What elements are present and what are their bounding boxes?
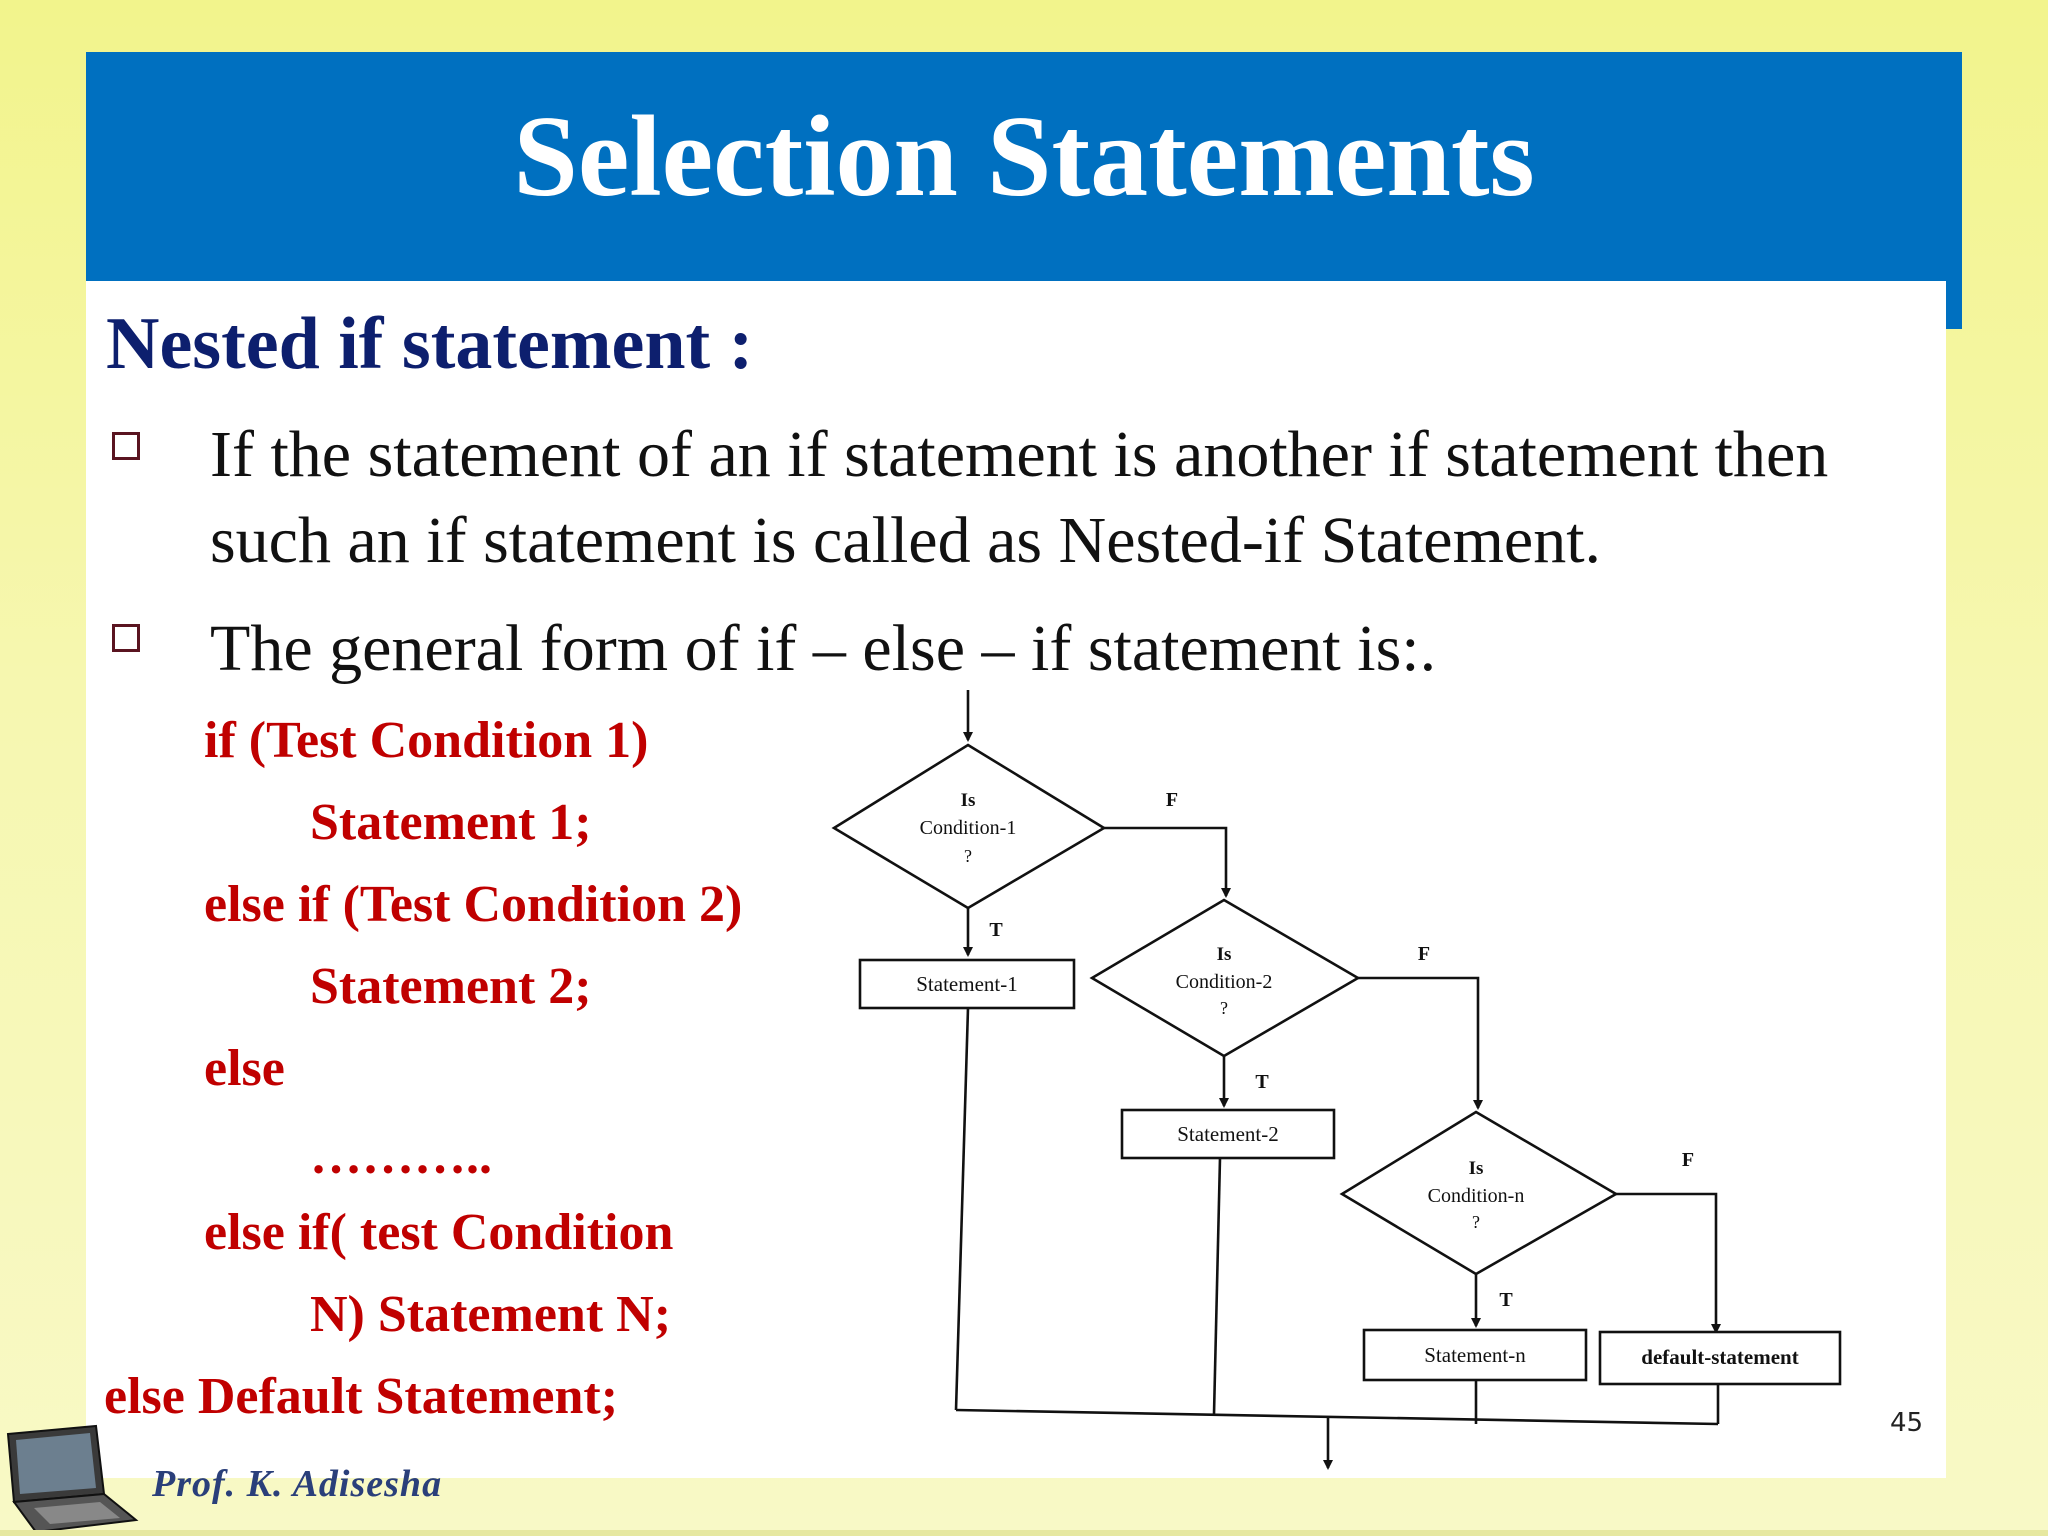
bullet-square-icon xyxy=(112,624,140,652)
code-line: ……….. xyxy=(310,1128,492,1185)
footer-strip xyxy=(0,1530,2048,1536)
slide-title: Selection Statements xyxy=(513,93,1535,221)
title-band-edge xyxy=(1946,281,1962,329)
bullet-text-1: If the statement of an if statement is a… xyxy=(210,418,1829,577)
code-line: if (Test Condition 1) xyxy=(204,712,649,769)
code-line: else if (Test Condition 2) xyxy=(204,876,743,933)
author-signature: Prof. K. Adisesha xyxy=(152,1463,443,1505)
laptop-icon xyxy=(6,1424,139,1534)
code-line: N) Statement N; xyxy=(310,1286,672,1343)
code-line: else if( test Condition xyxy=(204,1204,674,1261)
page-number: 45 xyxy=(1890,1408,1924,1438)
bullet-text-2: The general form of if – else – if state… xyxy=(210,612,1437,685)
code-line: Statement 1; xyxy=(310,794,592,851)
code-line: else Default Statement; xyxy=(104,1368,619,1425)
section-heading: Nested if statement : xyxy=(106,303,754,385)
title-band xyxy=(86,52,1962,281)
code-line: Statement 2; xyxy=(310,958,592,1015)
code-line: else xyxy=(204,1040,285,1097)
bullet-square-icon xyxy=(112,432,140,460)
